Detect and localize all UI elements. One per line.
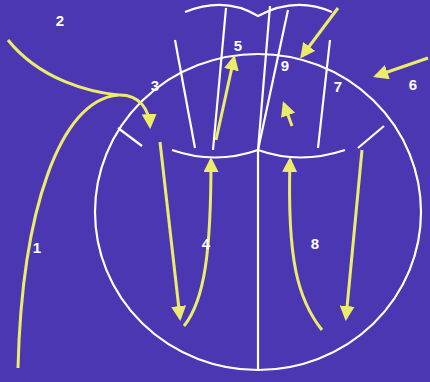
callout-number: 8: [311, 236, 319, 251]
callout-number: 5: [234, 38, 242, 53]
callout-number: 2: [56, 13, 64, 28]
blood-flow-arrows: [8, 8, 428, 368]
callout-number: 1: [33, 240, 41, 255]
callout-number: 3: [151, 78, 159, 93]
callout-number: 6: [409, 77, 417, 92]
heart-outline: [95, 5, 421, 370]
callout-number: 9: [281, 58, 289, 73]
callout-number: 4: [202, 236, 210, 251]
callout-number: 7: [334, 79, 342, 94]
